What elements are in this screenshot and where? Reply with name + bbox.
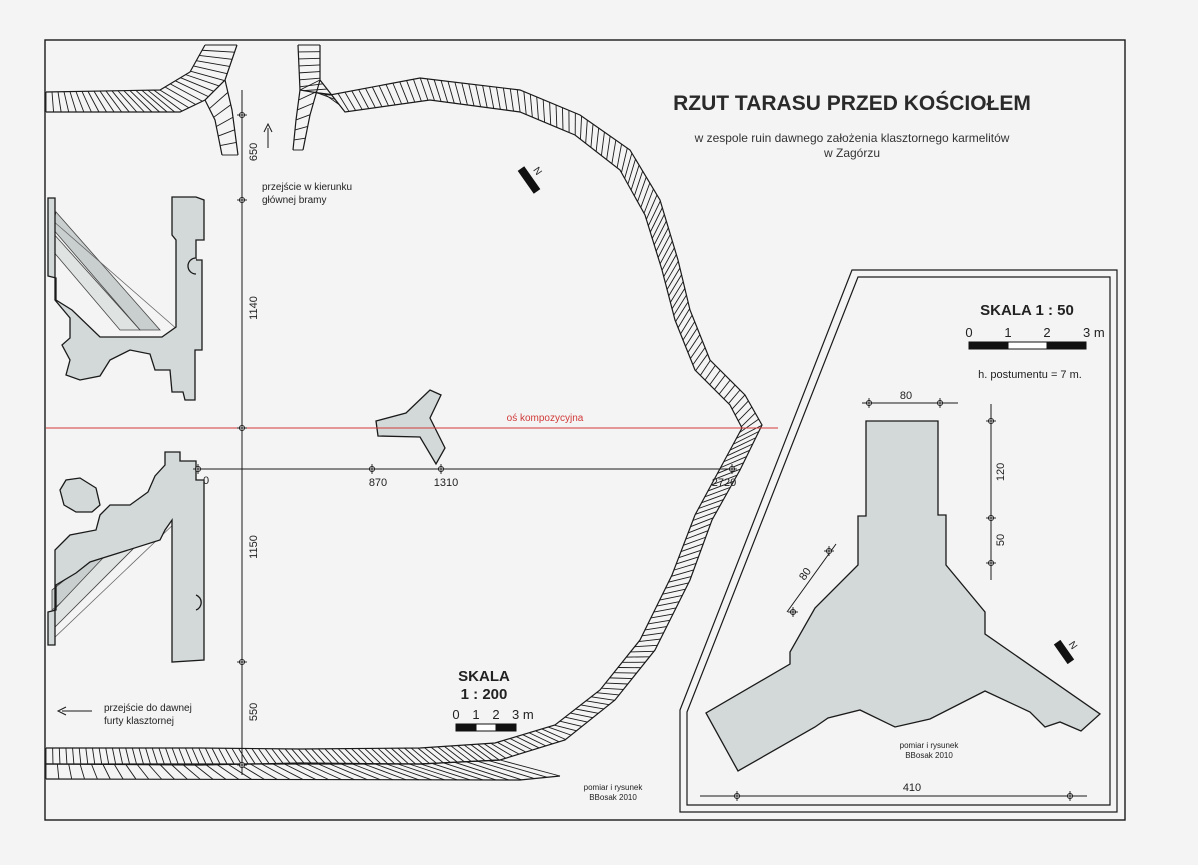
dim-1140: 1140 [248,296,260,320]
detail-scale-tick-1: 1 [1004,325,1011,340]
passage-wicket-line-2: furty klasztornej [104,716,174,727]
terrace-walls [45,44,763,781]
passage-wicket-line-1: przejście do dawnej [104,703,192,714]
plinth-plan [375,389,446,466]
detail-dim-120: 120 [995,463,1007,481]
main-scale-tick-1: 1 [472,707,479,722]
dimension-ticks [193,110,737,770]
credit-detail-line-1: pomiar i rysunek [900,741,960,750]
detail-scale-tick-3: 3 m [1083,325,1105,340]
detail-dimension-lines [700,402,1087,797]
dim-0: 0 [203,475,209,487]
compass-icon: N [517,165,544,194]
dim-550: 550 [248,703,260,721]
subtitle-line-1: w zespole ruin dawnego założenia klaszto… [694,131,1010,145]
main-scale-heading-2: 1 : 200 [461,686,508,703]
detail-scale-bar [968,341,1087,350]
dim-870: 870 [369,477,387,489]
detail-scale-heading: SKALA 1 : 50 [980,302,1074,319]
wall-curved-main [45,44,763,766]
credit-main-line-2: BBosak 2010 [589,793,637,802]
page-title: RZUT TARASU PRZED KOŚCIOŁEM [673,91,1031,115]
main-scale-bar [455,723,517,732]
composition-axis-label: oś kompozycyjna [507,413,584,424]
plinth-detail [705,420,1102,772]
dim-2720: 2720 [712,477,736,489]
building-lower-left [47,451,205,663]
detail-dim-50: 50 [995,534,1007,546]
dim-1150: 1150 [248,535,260,559]
detail-scale-tick-2: 2 [1043,325,1050,340]
dim-1310: 1310 [434,477,458,489]
detail-dim-410: 410 [903,782,921,794]
sheet-frame [44,39,1126,821]
wall-gate-left [204,79,239,156]
wall-top-left [45,44,238,113]
detail-dim-80-diag: 80 [797,566,814,583]
building-upper-left [47,196,205,401]
main-scale-tick-2: 2 [492,707,499,722]
credit-main-line-1: pomiar i rysunek [584,783,644,792]
detail-dimension-ticks [732,398,1075,801]
main-scale-tick-3: 3 m [512,707,534,722]
main-scale-tick-0: 0 [452,707,459,722]
passage-gate-line-1: przejście w kierunku [262,182,352,193]
credit-detail-line-2: BBosak 2010 [905,751,953,760]
subtitle-line-2: w Zagórzu [823,146,880,160]
wicket-arrow-icon [56,706,92,716]
compass-letter: N [530,165,543,177]
wall-bottom [45,759,561,781]
detail-panel [679,269,1118,813]
detail-compass-letter: N [1066,640,1079,652]
detail-compass-icon: N [1053,640,1079,665]
detail-height-note: h. postumentu = 7 m. [978,369,1082,381]
detail-dim-80-top: 80 [900,390,912,402]
detail-scale-tick-0: 0 [965,325,972,340]
dim-650: 650 [248,143,260,161]
wall-gate-right [292,79,321,151]
main-scale-heading-1: SKALA [458,668,510,685]
passage-gate-line-2: głównej bramy [262,195,326,206]
gate-arrow-icon [263,122,273,148]
